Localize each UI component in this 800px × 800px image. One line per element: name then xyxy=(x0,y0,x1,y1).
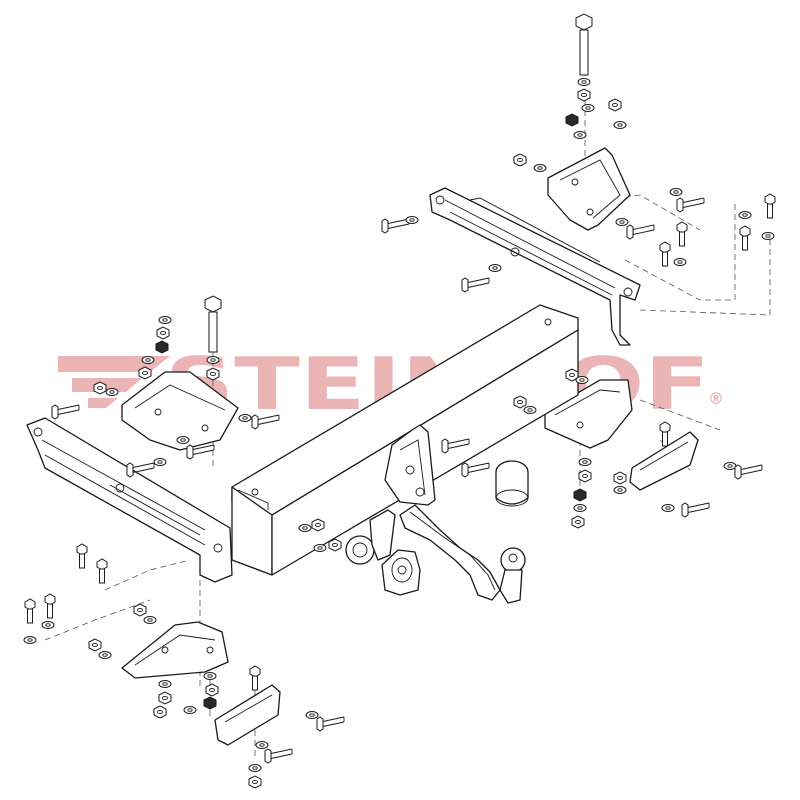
fasteners xyxy=(23,13,776,789)
electrical-socket-plate xyxy=(345,509,396,565)
right-lower-plate xyxy=(544,379,633,449)
right-side-plate xyxy=(629,431,699,491)
left-lower-plate xyxy=(121,621,229,679)
left-upper-plate xyxy=(121,371,239,451)
long-bolt-top-left xyxy=(204,295,222,353)
right-side-bracket xyxy=(429,187,641,346)
hitch-mounting-bracket xyxy=(384,424,436,506)
long-bolt-top-right xyxy=(575,13,593,76)
left-side-plate xyxy=(214,684,281,746)
left-side-bracket xyxy=(26,417,233,583)
right-upper-plate xyxy=(547,147,631,231)
registered-mark: ® xyxy=(708,389,724,408)
tow-ball-arm xyxy=(399,504,526,604)
tow-ball-cover xyxy=(495,460,529,507)
electrical-socket xyxy=(381,549,421,596)
